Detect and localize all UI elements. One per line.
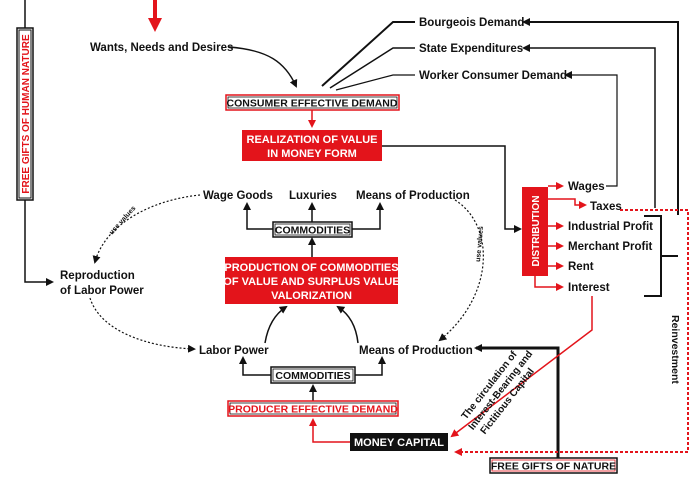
wants-needs-desires-label: Wants, Needs and Desires xyxy=(90,42,233,54)
reproduction-line2: of Labor Power xyxy=(60,285,144,297)
nature-to-means-arrow xyxy=(474,344,560,458)
bourgeois-to-demand-line xyxy=(321,21,415,87)
interest-to-money-capital-arrow xyxy=(450,296,593,438)
realization-line2: IN MONEY FORM xyxy=(267,148,357,160)
reproduction-line1: Reproduction xyxy=(60,270,135,282)
commodities-to-means-bottom-arrow xyxy=(355,356,386,376)
wage-goods-to-reproduction-dotted xyxy=(92,194,201,264)
labor-power-label: Labor Power xyxy=(199,345,269,357)
means-bottom-to-production-arrow xyxy=(336,305,359,344)
profit-to-bourgeois-demand-arrow xyxy=(522,18,679,215)
worker-to-demand-line xyxy=(335,74,415,91)
commodities-bottom-label: COMMODITIES xyxy=(275,370,350,382)
means-of-production-bottom-label: Means of Production xyxy=(359,345,473,357)
realization-box: REALIZATION OF VALUE IN MONEY FORM xyxy=(242,130,382,161)
consumer-effective-demand-box: CONSUMER EFFECTIVE DEMAND xyxy=(225,94,400,111)
state-to-demand-line xyxy=(329,47,415,89)
commodities-top-label: COMMODITIES xyxy=(275,225,350,237)
interest-label: Interest xyxy=(568,282,610,294)
distribution-interest-arrow xyxy=(534,276,564,291)
wage-goods-label: Wage Goods xyxy=(203,190,273,202)
means-of-production-top-label: Means of Production xyxy=(356,190,470,202)
taxes-label: Taxes xyxy=(590,201,622,213)
industrial-profit-label: Industrial Profit xyxy=(568,221,653,233)
reinvestment-dotted-arrow xyxy=(454,209,689,456)
free-gifts-human-nature-box: FREE GIFTS OF HUMAN NATURE xyxy=(16,27,34,201)
production-line1: PRODUCTION OF COMMODITIES xyxy=(224,262,398,274)
merchant-profit-label: Merchant Profit xyxy=(568,241,653,253)
use-values-right-label: use values xyxy=(475,226,485,262)
bourgeois-demand-label: Bourgeois Demand xyxy=(419,17,524,29)
money-capital-label: MONEY CAPITAL xyxy=(354,437,444,449)
commodities-to-means-top-arrow xyxy=(352,202,384,230)
luxuries-label: Luxuries xyxy=(289,190,337,202)
production-line2: OF VALUE AND SURPLUS VALUE xyxy=(223,276,399,288)
reinvestment-label: Reinvestment xyxy=(669,315,681,384)
use-values-left-label: use values xyxy=(108,205,137,236)
commodities-bottom-box: COMMODITIES xyxy=(270,366,356,384)
commodities-top-box: COMMODITIES xyxy=(272,221,353,238)
consumer-effective-demand-label: CONSUMER EFFECTIVE DEMAND xyxy=(227,98,398,110)
means-top-to-means-bottom-dotted xyxy=(438,199,484,342)
commodities-to-labor-power-arrow xyxy=(239,356,271,376)
distribution-taxes-arrow xyxy=(548,198,587,209)
labor-power-to-production-arrow xyxy=(264,305,288,344)
production-line3: VALORIZATION xyxy=(271,290,352,302)
free-gifts-nature-box: FREE GIFTS OF NATURE xyxy=(489,457,618,474)
wages-label: Wages xyxy=(568,181,605,193)
wages-to-worker-demand-arrow xyxy=(564,71,618,187)
worker-consumer-demand-label: Worker Consumer Demand xyxy=(419,70,567,82)
distribution-box: DISTRIBUTION xyxy=(522,187,548,276)
producer-effective-demand-label: PRODUCER EFFECTIVE DEMAND xyxy=(228,404,398,416)
state-expenditures-label: State Expenditures xyxy=(419,43,523,55)
free-gifts-human-nature-label: FREE GIFTS OF HUMAN NATURE xyxy=(21,34,32,194)
reproduction-to-labor-power-dotted xyxy=(89,297,196,353)
human-nature-to-reproduction-arrow xyxy=(24,200,54,286)
money-capital-to-producer-demand-arrow xyxy=(309,418,350,443)
money-capital-box: MONEY CAPITAL xyxy=(350,433,448,451)
producer-effective-demand-box: PRODUCER EFFECTIVE DEMAND xyxy=(227,400,399,417)
rent-label: Rent xyxy=(568,261,594,273)
commodities-to-wage-goods-arrow xyxy=(243,202,273,230)
production-box: PRODUCTION OF COMMODITIES OF VALUE AND S… xyxy=(223,257,400,304)
wants-to-demand-arrow xyxy=(228,46,298,88)
distribution-label: DISTRIBUTION xyxy=(531,195,542,266)
taxes-to-state-expenditures-arrow xyxy=(522,44,656,208)
free-gifts-nature-label: FREE GIFTS OF NATURE xyxy=(491,461,616,473)
realization-line1: REALIZATION OF VALUE xyxy=(247,134,378,146)
realization-to-distribution-arrow xyxy=(382,145,522,233)
